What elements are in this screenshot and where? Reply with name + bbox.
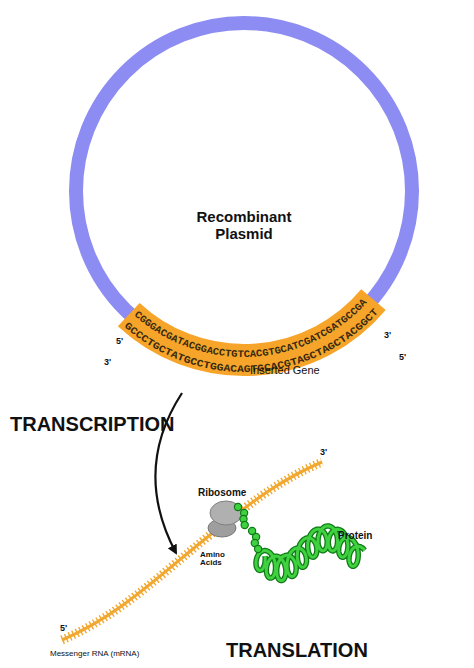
strand-end: 3': [320, 448, 327, 457]
strand-end: 3': [104, 358, 111, 367]
dna-sequence: CGGGACGATACGGACCTGTCACGTGCATCGATCGATGCCG…: [132, 297, 369, 360]
protein-chain: [234, 503, 364, 580]
gene-label: Inserted Gene: [250, 365, 320, 377]
strand-end: 5': [399, 353, 406, 362]
process-label: TRANSCRIPTION: [10, 414, 174, 435]
ribosome-large-subunit: [210, 501, 242, 525]
mrna-label: Messenger RNA (mRNA): [50, 650, 139, 658]
strand-end: 3': [384, 331, 391, 340]
plasmid-title: Recombinant Plasmid: [179, 208, 309, 243]
mrna-bases: [62, 462, 322, 640]
ribosome-label: Ribosome: [198, 488, 246, 499]
mrna-strand: [62, 462, 322, 640]
strand-end: 5': [116, 337, 123, 346]
dna-sequence: CGGGACGATACGGACCTGTCACGTGCATCGATCGATGCCG…: [132, 297, 369, 360]
inserted-gene-band: GCCCTGCTATGCCTGGACAGTGCACGTAGCTAGCTACGGC…: [122, 297, 380, 375]
protein-label: Protein: [338, 531, 372, 542]
amino-acid-label: Amino Acids: [200, 551, 232, 568]
process-label: TRANSLATION: [226, 640, 368, 661]
strand-end: 5': [60, 624, 67, 633]
